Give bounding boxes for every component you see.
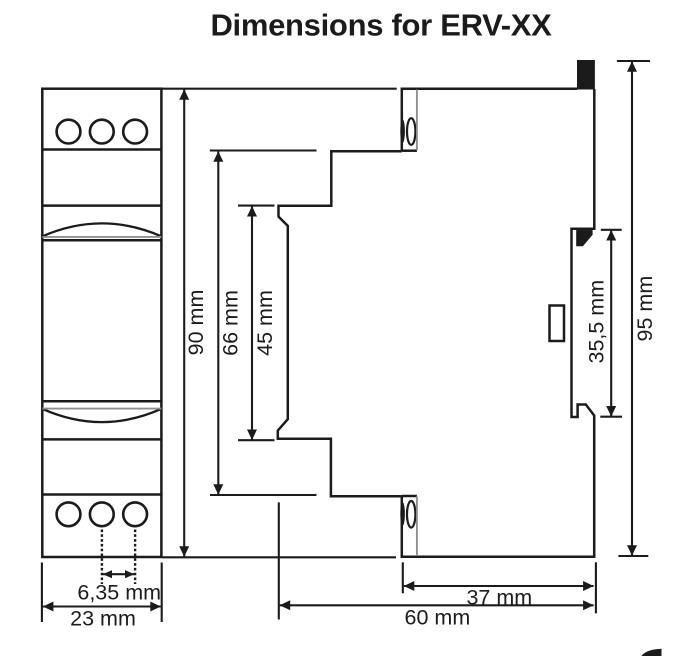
svg-text:90 mm: 90 mm — [184, 290, 208, 356]
svg-text:45 mm: 45 mm — [253, 290, 277, 356]
svg-text:6,35 mm: 6,35 mm — [77, 581, 161, 605]
svg-text:35,5 mm: 35,5 mm — [585, 280, 609, 364]
svg-text:23 mm: 23 mm — [70, 607, 136, 631]
svg-text:Dimensions for ERV-XX: Dimensions for ERV-XX — [210, 8, 552, 43]
svg-text:37 mm: 37 mm — [466, 586, 532, 610]
svg-text:95 mm: 95 mm — [633, 276, 657, 342]
svg-text:60 mm: 60 mm — [405, 606, 471, 630]
svg-text:66 mm: 66 mm — [219, 290, 243, 356]
